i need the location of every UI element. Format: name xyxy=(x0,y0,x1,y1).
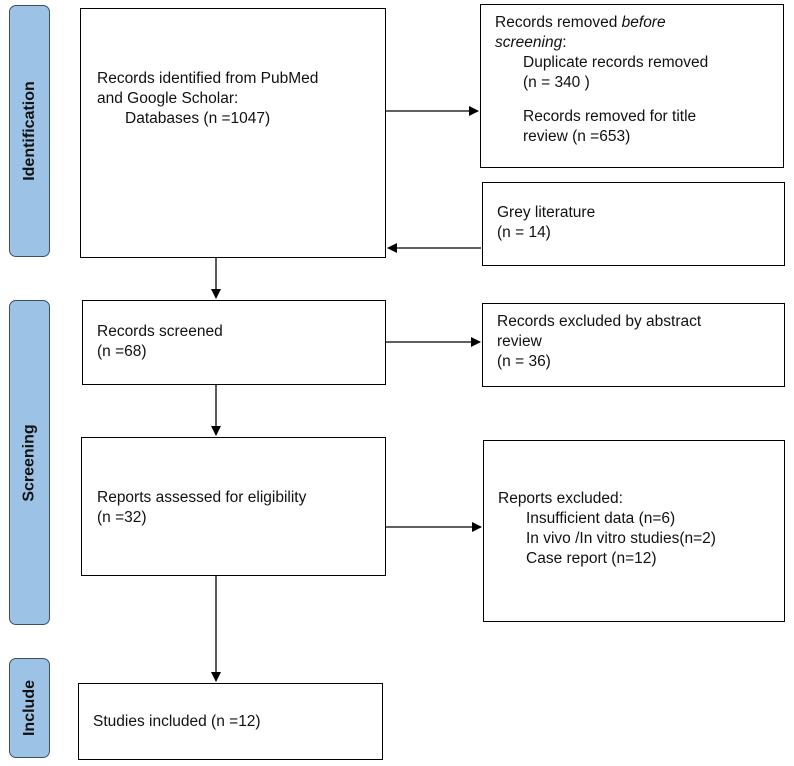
records-excluded-line1: Records excluded by abstract xyxy=(497,313,702,330)
records-screened-label: Records screened xyxy=(97,323,223,340)
phase-identification: Identification xyxy=(9,5,50,257)
grey-literature-label: Grey literature xyxy=(497,204,596,221)
records-identified-count: Databases (n =1047) xyxy=(125,110,271,127)
records-identified-line1: Records identified from PubMed xyxy=(97,70,319,87)
box-grey-literature: Grey literature (n = 14) xyxy=(482,182,785,266)
records-excluded-line2: review xyxy=(497,333,542,350)
records-removed-title-italic: before xyxy=(621,14,666,31)
records-removed-title-line2: screening: xyxy=(495,33,708,53)
reports-excluded-item: Case report (n=12) xyxy=(526,550,657,567)
reports-assessed-count: (n =32) xyxy=(97,509,147,526)
box-studies-included: Studies included (n =12) xyxy=(78,683,383,760)
phase-screening: Screening xyxy=(9,300,50,625)
duplicate-records-label: Duplicate records removed xyxy=(523,54,709,71)
title-review-count: review (n =653) xyxy=(523,128,631,145)
box-records-removed: Records removed before screening: Duplic… xyxy=(480,4,784,168)
box-reports-assessed: Reports assessed for eligibility (n =32) xyxy=(81,437,386,576)
reports-excluded-title: Reports excluded: xyxy=(498,490,623,507)
duplicate-records-count: (n = 340 ) xyxy=(523,74,590,91)
box-records-excluded: Records excluded by abstract review (n =… xyxy=(482,303,785,387)
reports-excluded-item: In vivo /In vitro studies(n=2) xyxy=(526,530,716,547)
box-records-screened: Records screened (n =68) xyxy=(82,300,386,385)
box-records-identified: Records identified from PubMed and Googl… xyxy=(80,8,386,258)
records-identified-line2: and Google Scholar: xyxy=(97,90,239,107)
grey-literature-count: (n = 14) xyxy=(497,224,551,241)
records-removed-title: Records removed before xyxy=(495,13,708,33)
title-review-label: Records removed for title xyxy=(523,108,697,125)
records-screened-count: (n =68) xyxy=(97,343,147,360)
records-removed-title-suffix: : xyxy=(562,34,567,51)
studies-included-label: Studies included (n =12) xyxy=(93,713,261,730)
reports-assessed-label: Reports assessed for eligibility xyxy=(97,489,307,506)
records-removed-title-italic-2: screening xyxy=(495,34,563,51)
reports-excluded-item: Insufficient data (n=6) xyxy=(526,510,676,527)
records-excluded-count: (n = 36) xyxy=(497,353,551,370)
phase-include: Include xyxy=(9,658,50,758)
box-reports-excluded: Reports excluded: Insufficient data (n=6… xyxy=(483,440,785,622)
records-removed-title-prefix: Records removed xyxy=(495,14,622,31)
